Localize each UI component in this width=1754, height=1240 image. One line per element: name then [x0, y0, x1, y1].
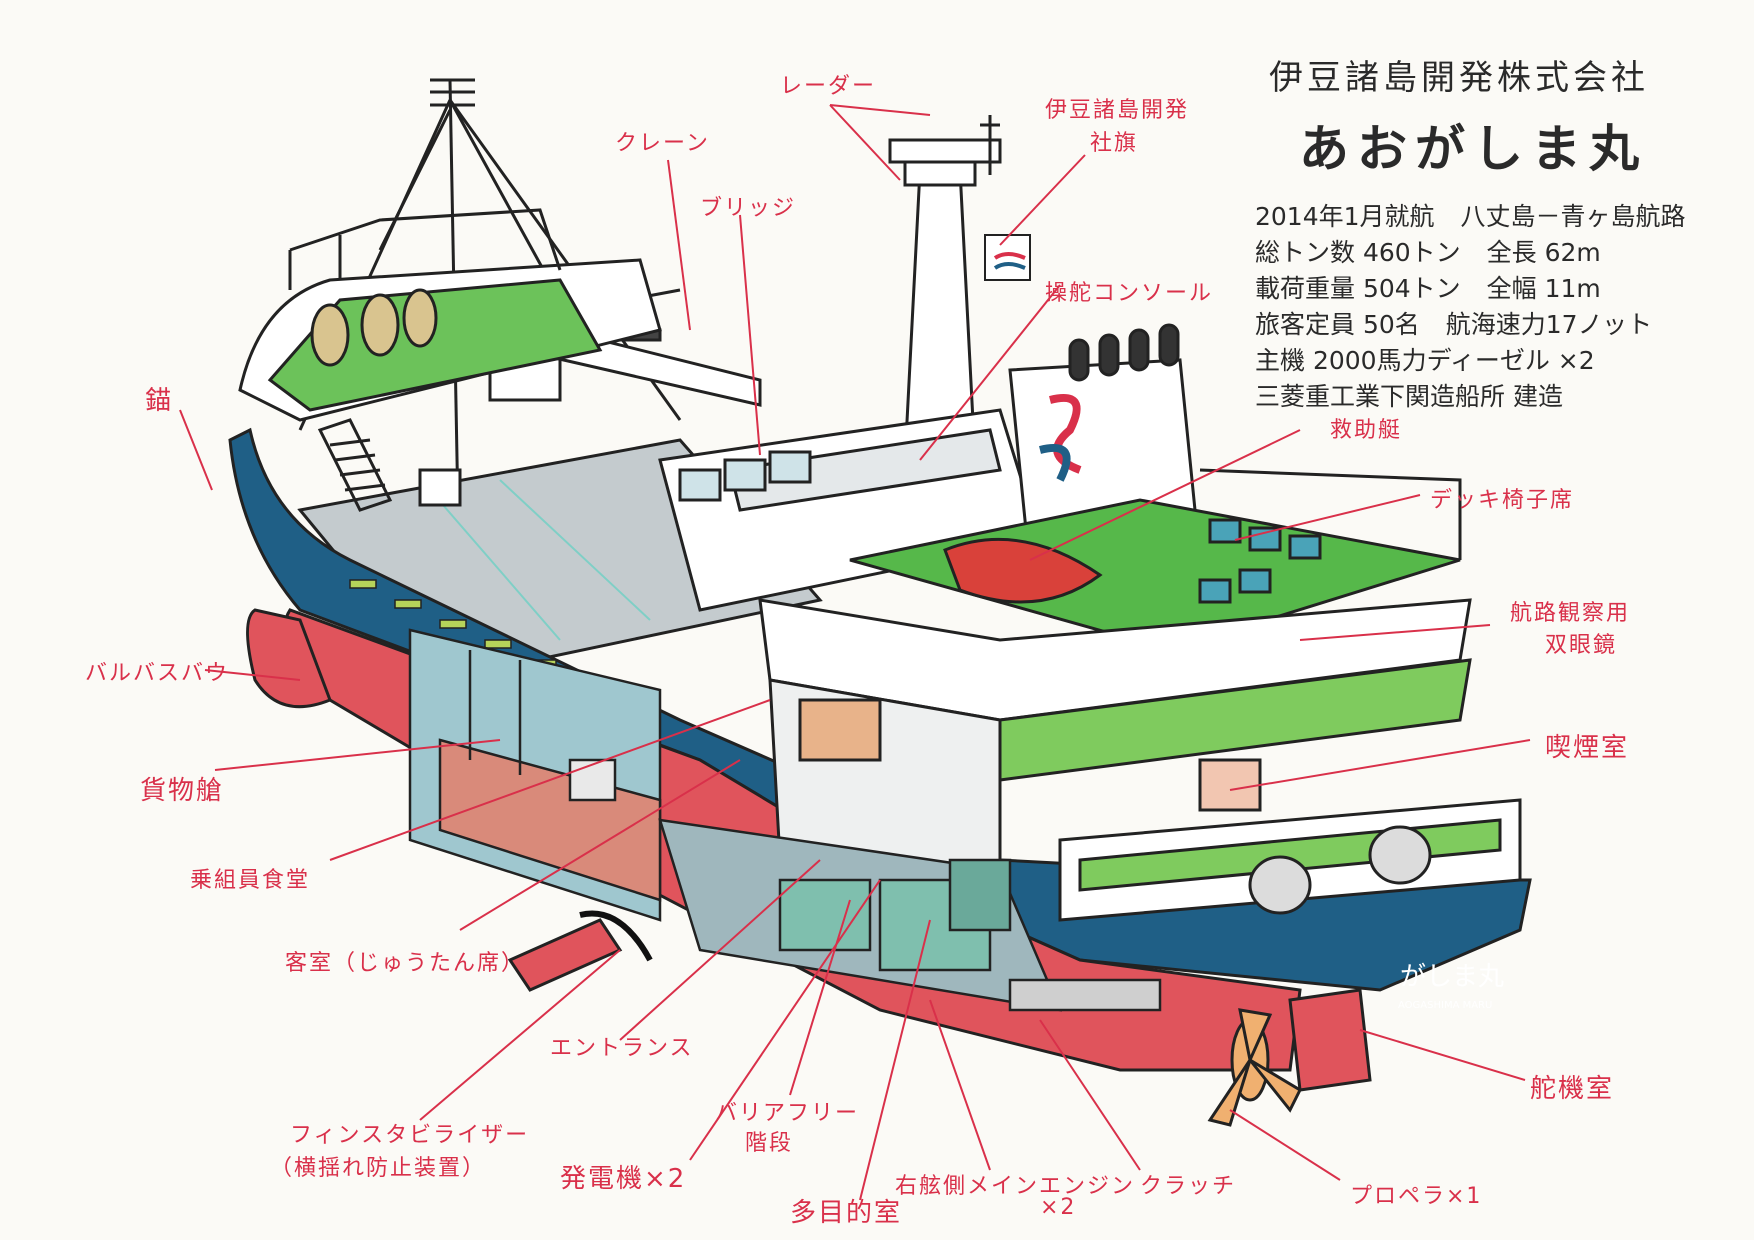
spec-breadth: 全幅 11m: [1486, 274, 1601, 303]
company-flag: [984, 234, 1031, 281]
label-binoculars-1: 航路観察用: [1510, 601, 1631, 626]
propeller: [1207, 1008, 1302, 1127]
spec-line: 三菱重工業下関造船所 建造: [1255, 379, 1725, 415]
spec-speed: 航海速力17ノット: [1445, 310, 1653, 339]
label-main-engine-1: 右舷側メインエンジン: [895, 1174, 1136, 1199]
spec-main-engine: 主機 2000馬力ディーゼル ×2: [1255, 346, 1595, 375]
company-name: 伊豆諸島開発株式会社: [1269, 58, 1649, 98]
label-clutch: クラッチ: [1140, 1174, 1237, 1199]
label-barrier-free-1: バリアフリー: [715, 1101, 860, 1126]
spec-line: 2014年1月就航八丈島－青ヶ島航路: [1255, 199, 1725, 235]
label-bridge: ブリッジ: [700, 196, 797, 221]
label-smoking-room: 喫煙室: [1545, 733, 1630, 763]
label-rescue-boat: 救助艇: [1330, 418, 1403, 443]
label-deck-chairs: デッキ椅子席: [1430, 488, 1575, 513]
spec-builder: 三菱重工業下関造船所 建造: [1255, 382, 1563, 411]
label-fin-stabilizer-2: （横揺れ防止装置）: [270, 1156, 487, 1181]
label-propeller: プロペラ×1: [1350, 1184, 1483, 1209]
label-steering-room: 舵機室: [1530, 1074, 1615, 1104]
spec-gross-tonnage: 総トン数 460トン: [1255, 238, 1461, 267]
label-barrier-free-2: 階段: [745, 1131, 794, 1156]
leader-lines: [179, 104, 1531, 1201]
label-crane: クレーン: [615, 131, 710, 156]
spec-line: 主機 2000馬力ディーゼル ×2: [1255, 343, 1725, 379]
spec-length: 全長 62m: [1486, 238, 1601, 267]
label-anchor: 錨: [145, 386, 174, 416]
label-multipurpose: 多目的室: [790, 1198, 903, 1228]
spec-line: 総トン数 460トン全長 62m: [1255, 235, 1725, 271]
label-cargo-hold: 貨物艙: [140, 776, 225, 806]
label-generator: 発電機×2: [560, 1164, 687, 1194]
title-block: 伊豆諸島開発株式会社 あおがしま丸 2014年1月就航八丈島－青ヶ島航路 総トン…: [1255, 50, 1725, 415]
label-main-engine-2: ×2: [1040, 1195, 1077, 1220]
ship-name: あおがしま丸: [1299, 120, 1647, 178]
cargo-hold-cutaway: [408, 628, 662, 922]
label-entrance: エントランス: [550, 1036, 694, 1061]
fin-stabilizer: [507, 910, 653, 992]
label-bulbous-bow: バルバスバウ: [85, 661, 230, 686]
radar-mast: [888, 115, 1002, 462]
label-cabin: 客室（じゅうたん席）: [285, 951, 526, 976]
label-steering-console: 操舵コンソール: [1045, 281, 1214, 306]
superstructure: [658, 323, 1522, 922]
label-radar: レーダー: [780, 74, 877, 99]
bow-upper-deck: [238, 208, 662, 422]
spec-deadweight: 載荷重量 504トン: [1255, 274, 1461, 303]
spec-line: 載荷重量 504トン全幅 11m: [1255, 271, 1725, 307]
label-binoculars-2: 双眼鏡: [1545, 633, 1618, 658]
label-company-flag-2: 社旗: [1090, 131, 1139, 156]
rudder: [1288, 988, 1372, 1092]
spec-route: 八丈島－青ヶ島航路: [1460, 202, 1686, 231]
label-crew-mess: 乗組員食堂: [190, 868, 311, 893]
label-fin-stabilizer-1: フィンスタビライザー: [290, 1123, 530, 1148]
label-company-flag-1: 伊豆諸島開発: [1045, 98, 1190, 123]
hull-name-marking: がしま丸: [1400, 962, 1504, 992]
spec-passengers: 旅客定員 50名: [1255, 310, 1420, 339]
spec-service: 2014年1月就航: [1255, 202, 1435, 231]
spec-line: 旅客定員 50名航海速力17ノット: [1255, 307, 1725, 343]
hull-name-marking-latin: AOGASHIMA MARU: [1398, 1000, 1492, 1011]
engine-room: [658, 818, 1162, 1012]
